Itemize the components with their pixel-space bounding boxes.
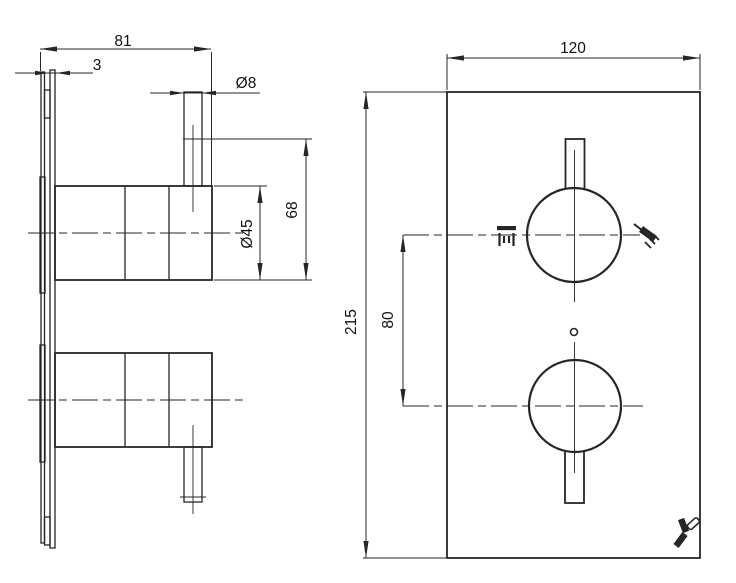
dim-plate-width: 120 xyxy=(560,40,586,57)
dim-handle-spacing: 80 xyxy=(380,311,397,329)
front-view xyxy=(403,91,701,559)
rain-shower-icon xyxy=(497,226,516,246)
dim-plate-thickness: 3 xyxy=(93,57,102,74)
upper-valve-flange xyxy=(39,176,46,294)
trim-plate-edge xyxy=(49,69,56,549)
dim-plate-height: 215 xyxy=(343,309,360,335)
back-plate-edge xyxy=(40,71,46,544)
dim-handle-projection: 68 xyxy=(284,201,301,218)
indicator-hole xyxy=(569,327,579,337)
plate-top-tab xyxy=(43,89,51,119)
dim-handle-diameter: Ø45 xyxy=(239,219,256,248)
side-view-dimensions: 81 3 Ø8 Ø45 68 xyxy=(15,33,312,281)
upper-stem-front xyxy=(564,138,586,192)
hand-shower-icon xyxy=(633,223,660,249)
front-view-dimensions: 120 215 80 xyxy=(343,40,701,559)
lower-valve-flange xyxy=(39,344,46,463)
trim-plate-front xyxy=(446,91,701,559)
plate-bottom-tab xyxy=(43,516,51,546)
side-view xyxy=(28,69,243,549)
dim-side-overall-depth: 81 xyxy=(114,33,131,50)
dim-stem-diameter: Ø8 xyxy=(236,75,257,92)
mixer-diverter-icon xyxy=(673,517,701,548)
